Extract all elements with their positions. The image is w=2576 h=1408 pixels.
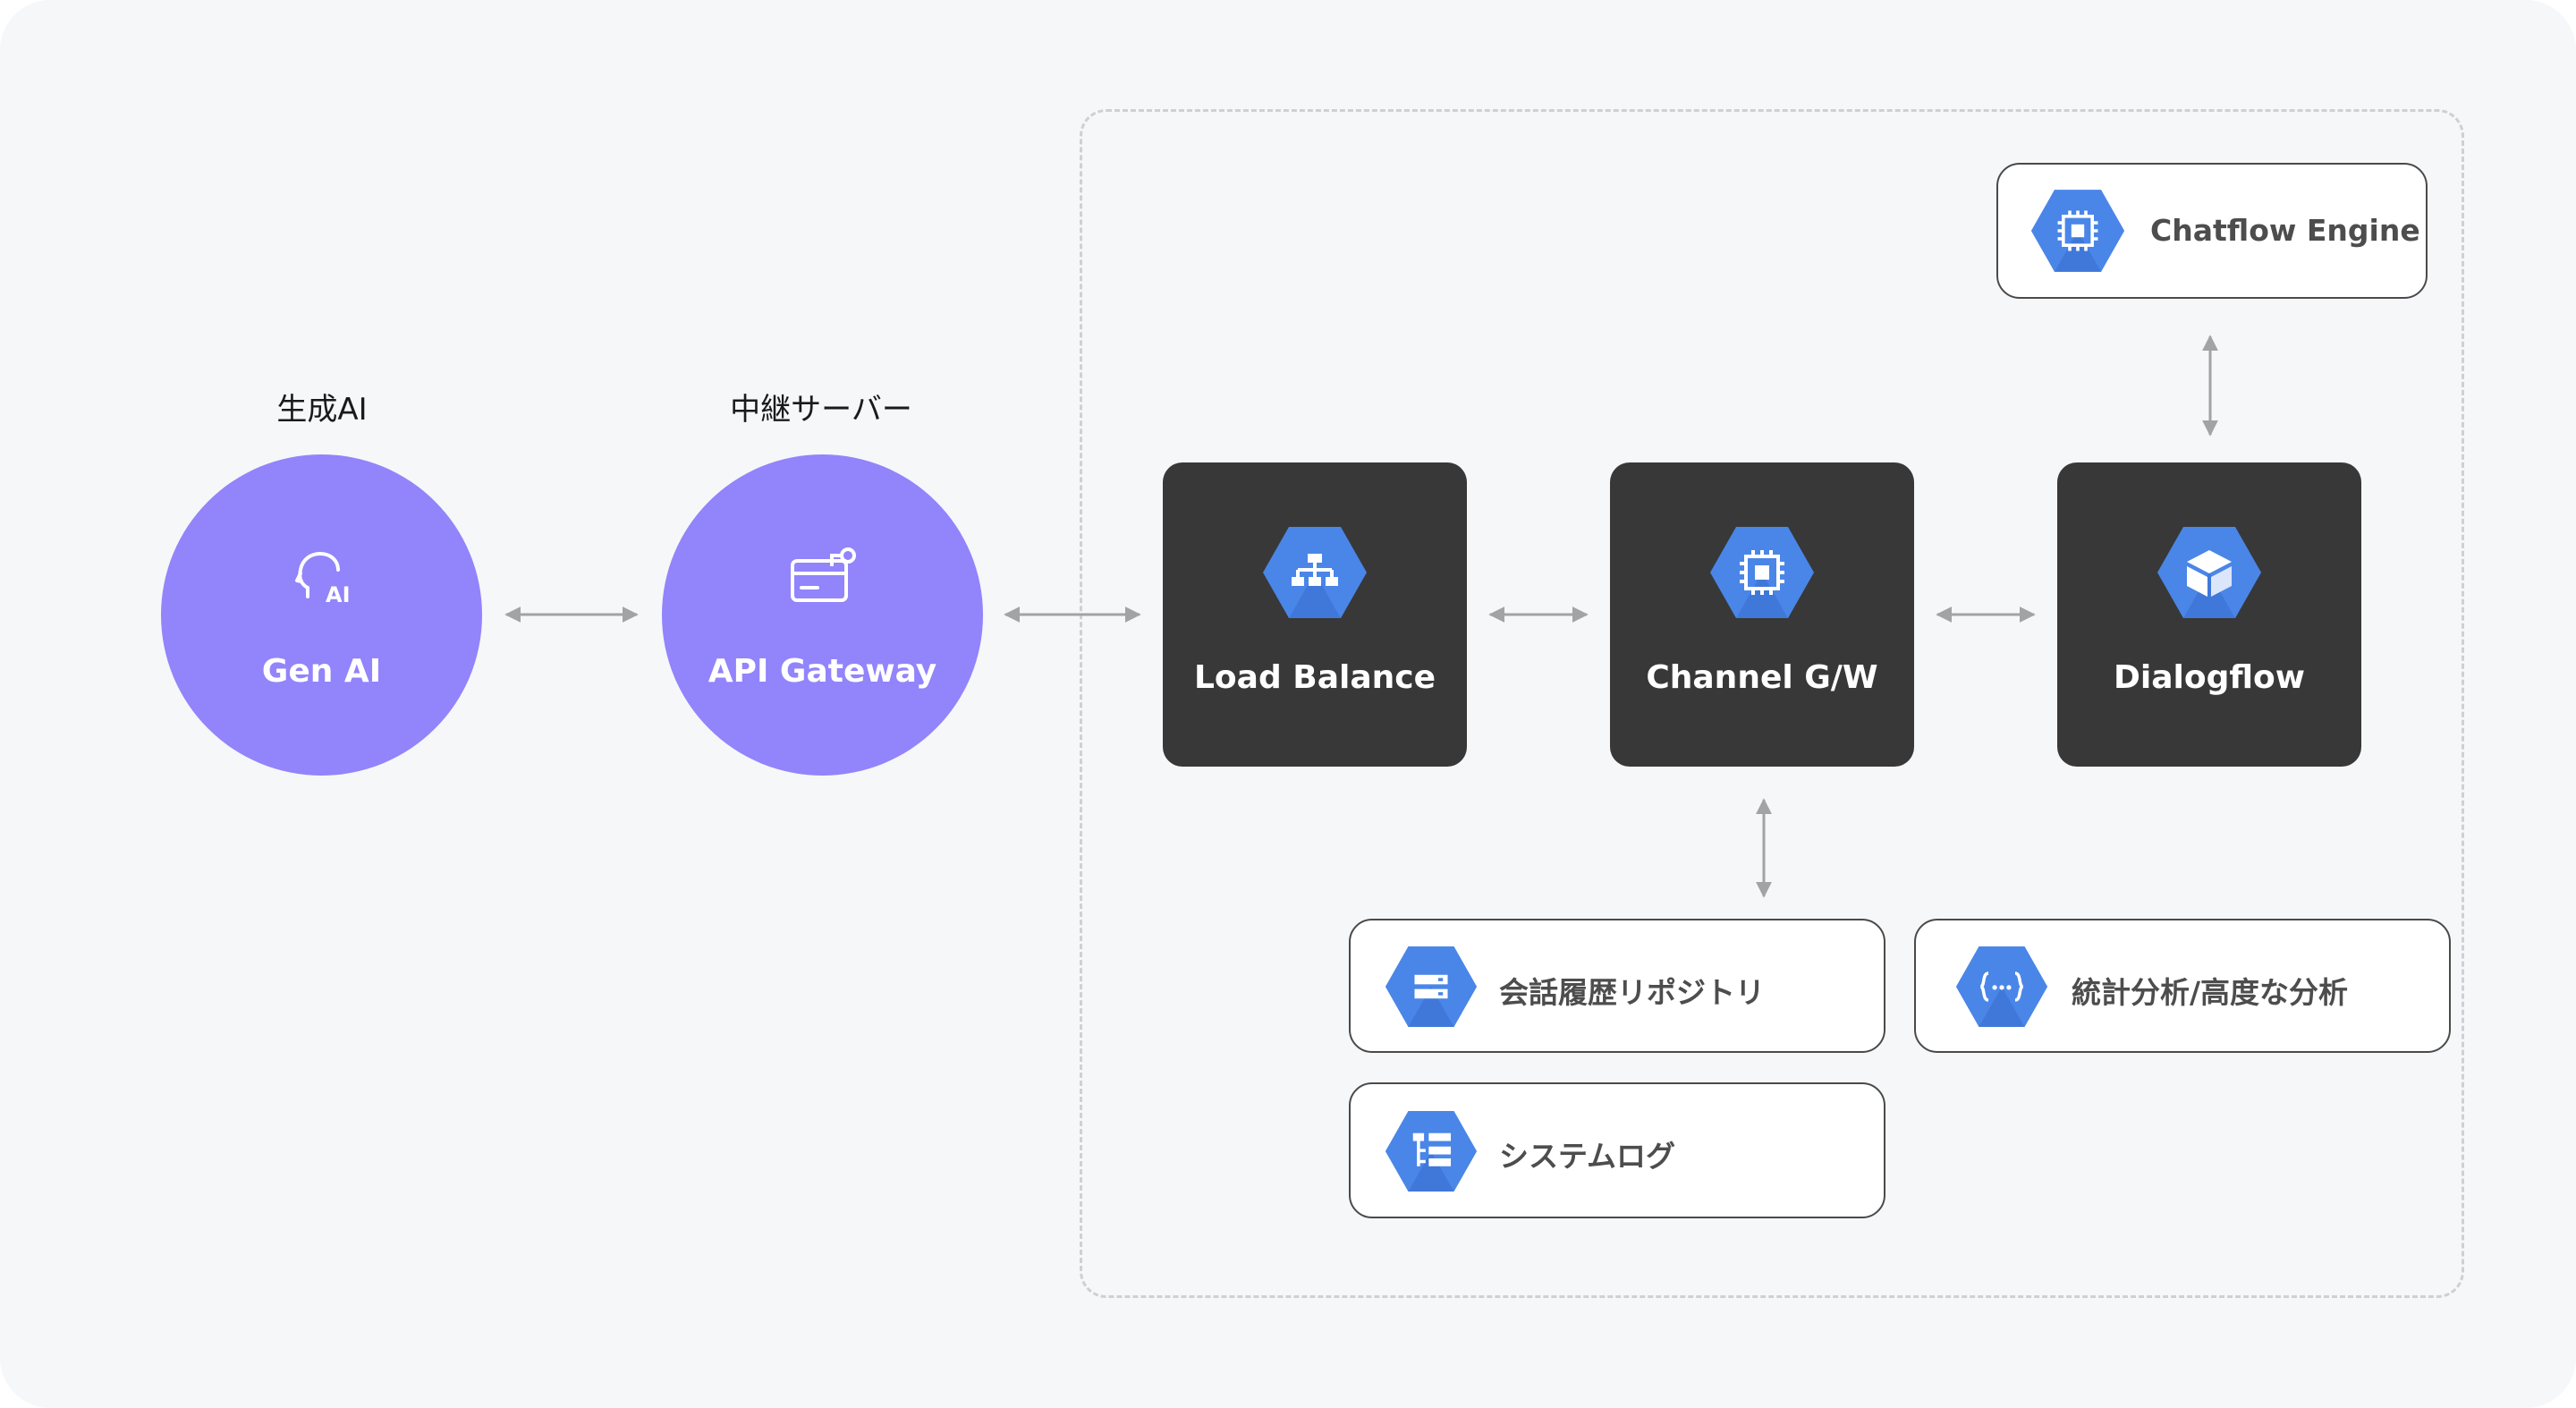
- gen-ai-label: Gen AI: [261, 653, 382, 690]
- network-tree-icon: [1263, 527, 1367, 618]
- chatflow-engine-label: Chatflow Engine: [2150, 213, 2420, 248]
- channel-gw-node[interactable]: Channel G/W: [1610, 462, 1914, 767]
- log-list-icon: [1385, 1111, 1478, 1192]
- cpu-chip-icon: [1710, 527, 1814, 618]
- conversation-repo-node[interactable]: 会話履歴リポジトリ: [1349, 919, 1885, 1053]
- ai-head-icon: AI: [294, 551, 351, 607]
- api-gateway-label: API Gateway: [708, 653, 937, 690]
- gateway-card-icon: [790, 547, 856, 602]
- gen-ai-node[interactable]: AI Gen AI: [161, 454, 482, 776]
- load-balance-node[interactable]: Load Balance: [1163, 462, 1467, 767]
- analytics-node[interactable]: 統計分析/高度な分析: [1914, 919, 2451, 1053]
- database-icon: [1385, 946, 1478, 1027]
- analytics-label: 統計分析/高度な分析: [2072, 975, 2349, 1010]
- caption-gen-ai: 生成AI: [276, 392, 368, 428]
- code-braces-icon: [1955, 946, 2048, 1027]
- dialogflow-label: Dialogflow: [2113, 659, 2306, 696]
- channel-gw-label: Channel G/W: [1646, 659, 1878, 696]
- dialogflow-node[interactable]: Dialogflow: [2057, 462, 2361, 767]
- svg-text:AI: AI: [326, 582, 351, 607]
- load-balance-label: Load Balance: [1193, 659, 1436, 696]
- system-log-label: システムログ: [1499, 1139, 1676, 1174]
- api-gateway-node[interactable]: API Gateway: [662, 454, 983, 776]
- cpu-chip-icon: [2030, 190, 2125, 272]
- conversation-repo-label: 会話履歴リポジトリ: [1499, 975, 1765, 1010]
- system-log-node[interactable]: システムログ: [1349, 1082, 1885, 1218]
- dialogflow-cube-icon: [2157, 527, 2261, 618]
- chatflow-engine-node[interactable]: Chatflow Engine: [1996, 163, 2428, 299]
- service-boundary: [1080, 109, 2464, 1298]
- caption-relay-server: 中継サーバー: [730, 392, 912, 428]
